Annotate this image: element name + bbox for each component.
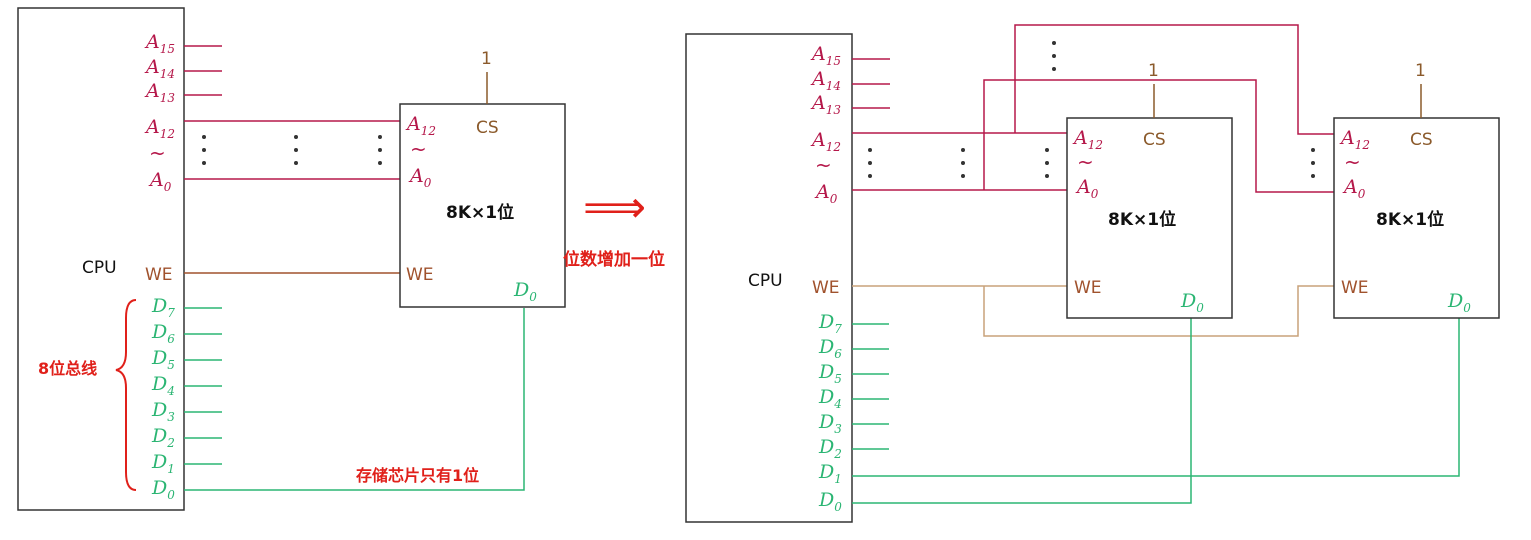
- right-pin-d0: D0: [818, 489, 842, 514]
- right-d0-wire-chip1: [852, 318, 1192, 504]
- left-addr-stubs: [184, 45, 222, 96]
- left-bus-label: 8位总线: [38, 359, 97, 378]
- left-bus-dots: [202, 135, 382, 165]
- right-chip2-box: [1333, 117, 1500, 319]
- left-pin-d6: D6: [151, 321, 175, 346]
- left-pin-d7: D7: [151, 295, 175, 320]
- right-chip1-tilde: ~: [1077, 150, 1094, 174]
- left-pin-a12: A12: [144, 116, 175, 141]
- left-data-stubs: [184, 307, 222, 465]
- left-chip-d0: D0: [513, 279, 537, 304]
- left-d0-wire: [184, 308, 525, 491]
- right-chip2-a12: A12: [1339, 127, 1370, 152]
- left-chip-note: 存储芯片只有1位: [356, 466, 479, 485]
- left-pin-a15: A15: [144, 31, 175, 56]
- left-pin-d3: D3: [151, 399, 175, 424]
- left-chip-cs: CS: [476, 118, 499, 138]
- left-chip-tilde: ~: [410, 137, 427, 161]
- left-cpu-label: CPU: [82, 258, 117, 278]
- right-chip2-cs-value: 1: [1415, 61, 1426, 81]
- right-chip2-we: WE: [1341, 278, 1369, 298]
- left-pin-d1: D1: [151, 451, 175, 476]
- left-chip-a12: A12: [405, 113, 436, 138]
- transition-caption: 位数增加一位: [563, 249, 665, 270]
- right-pin-a0: A0: [814, 181, 838, 206]
- left-cpu-box: [17, 7, 185, 511]
- right-chip1-a0: A0: [1075, 176, 1099, 201]
- right-pin-d1: D1: [818, 461, 842, 486]
- right-a12-wire-chip2: [1014, 24, 1334, 135]
- left-pin-a0: A0: [148, 169, 172, 194]
- right-chip1-cs: CS: [1143, 130, 1166, 150]
- left-diagram: CPU A15 A14 A13 A12 ~ A0 WE D7 D6 D5: [17, 7, 566, 511]
- left-chip-box: [399, 103, 566, 308]
- right-chip-2: 1 CS A12 ~ A0 8K×1位 WE D0: [1333, 61, 1500, 319]
- right-bus-dots: [868, 41, 1315, 178]
- left-pin-a14: A14: [144, 56, 175, 81]
- right-chip2-tilde: ~: [1344, 150, 1361, 174]
- right-pin-a14: A14: [810, 68, 841, 93]
- transition-arrow: ⟹: [583, 182, 646, 233]
- right-addr-stubs: [852, 58, 890, 109]
- right-pin-a15: A15: [810, 43, 841, 68]
- right-data-pin-labels: D7 D6 D5 D4 D3 D2 D1 D0: [818, 311, 842, 514]
- right-we-wire-chip2: [983, 285, 1334, 337]
- right-pin-d6: D6: [818, 336, 842, 361]
- left-data-pin-labels: D7 D6 D5 D4 D3 D2 D1 D0: [151, 295, 175, 502]
- left-chip-we: WE: [406, 265, 434, 285]
- right-chip1-a12: A12: [1072, 127, 1103, 152]
- right-chip1-we: WE: [1074, 278, 1102, 298]
- right-cpu-box: [685, 33, 853, 523]
- right-pin-d2: D2: [818, 436, 842, 461]
- right-chip-1: 1 CS A12 ~ A0 8K×1位 WE D0: [1066, 61, 1233, 319]
- right-chip2-a0: A0: [1342, 176, 1366, 201]
- right-chip1-box: [1066, 117, 1233, 319]
- right-data-stubs: [852, 323, 889, 450]
- right-pin-d4: D4: [818, 386, 842, 411]
- right-chip1-d0: D0: [1180, 290, 1204, 315]
- left-pin-d5: D5: [151, 347, 175, 372]
- right-pin-d5: D5: [818, 361, 842, 386]
- right-chip1-cs-value: 1: [1148, 61, 1159, 81]
- right-pin-a12: A12: [810, 129, 841, 154]
- right-chip2-cs: CS: [1410, 130, 1433, 150]
- left-bus-brace: [115, 299, 137, 491]
- left-pin-tilde: ~: [149, 141, 166, 165]
- right-diagram: CPU A15 A14 A13 A12 ~ A0 WE: [685, 24, 1500, 523]
- right-a0-wire-chip2: [983, 79, 1334, 193]
- left-pin-d4: D4: [151, 373, 175, 398]
- right-d1-wire-chip2: [852, 318, 1460, 477]
- right-pin-we: WE: [812, 278, 840, 298]
- left-chip-label: 8K×1位: [446, 202, 514, 223]
- left-pin-we: WE: [145, 265, 173, 285]
- left-pin-d2: D2: [151, 425, 175, 450]
- left-cs-value: 1: [481, 49, 492, 69]
- transition: ⟹ 位数增加一位: [563, 182, 665, 270]
- left-chip-a0: A0: [408, 165, 432, 190]
- left-pin-d0: D0: [151, 477, 175, 502]
- right-chip1-label: 8K×1位: [1108, 209, 1176, 230]
- left-pin-a13: A13: [144, 80, 175, 105]
- right-pin-a13: A13: [810, 92, 841, 117]
- right-pin-tilde: ~: [815, 153, 832, 177]
- right-pin-d3: D3: [818, 411, 842, 436]
- right-chip2-label: 8K×1位: [1376, 209, 1444, 230]
- right-cpu-label: CPU: [748, 271, 783, 291]
- right-chip2-d0: D0: [1447, 290, 1471, 315]
- right-pin-d7: D7: [818, 311, 842, 336]
